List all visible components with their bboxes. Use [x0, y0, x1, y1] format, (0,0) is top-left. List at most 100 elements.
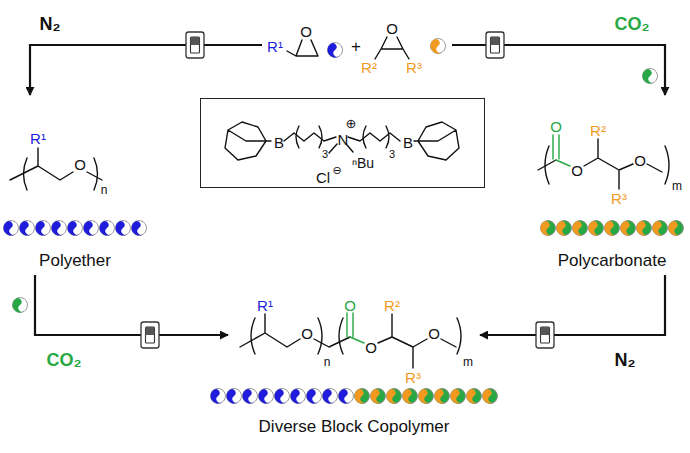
symbol-half: [33, 220, 51, 239]
structure-label: R³: [405, 370, 421, 385]
symbol-disc: [602, 218, 623, 239]
switch-rocker: [491, 37, 500, 53]
reaction-arrow: [35, 275, 228, 335]
symbol-half: [208, 388, 226, 407]
symbol-half: [538, 220, 556, 239]
atmosphere-label: N₂: [40, 15, 61, 33]
symbol-disc: [432, 386, 453, 407]
monomer-symbol: [97, 218, 118, 239]
symbol-half: [352, 388, 370, 407]
structure-label: ⊕: [346, 117, 357, 130]
symbol-half: [81, 220, 99, 239]
monomer-symbol: [113, 218, 134, 239]
epoxide-2: [375, 37, 409, 59]
monomer-symbol: [368, 386, 389, 407]
symbol-disc: [400, 386, 421, 407]
monomer-symbol: [538, 218, 559, 239]
structure-label: ⊖: [332, 165, 341, 176]
symbol-half: [480, 388, 498, 407]
switch-rocker-top: [491, 37, 500, 45]
switch-rocker: [191, 37, 200, 53]
structure-label: B: [274, 135, 284, 150]
reaction-arrow: [30, 45, 262, 95]
symbol-disc: [113, 218, 134, 239]
switch-plate: [486, 32, 504, 58]
epoxide-1: [287, 40, 318, 56]
polyether-brackets: [24, 158, 98, 190]
carbonyl-bond: [553, 135, 570, 166]
symbol-half: [304, 388, 322, 407]
symbol-half: [570, 220, 588, 239]
symbol-half: [325, 42, 343, 61]
symbol-half: [634, 220, 652, 239]
symbol-half: [288, 388, 306, 407]
structure-label: O: [386, 21, 398, 36]
symbol-half: [224, 388, 242, 407]
structure-label: N: [338, 132, 349, 147]
symbol-half: [113, 220, 131, 239]
symbol-disc: [224, 386, 245, 407]
switch-rocker: [146, 327, 155, 343]
structure-label: O: [344, 298, 356, 313]
symbol-half: [320, 388, 338, 407]
polyether-group: R¹OnPolyether: [4, 95, 150, 275]
structure-label: O: [428, 326, 440, 341]
symbol-half: [97, 220, 115, 239]
structure-label: B: [403, 135, 413, 150]
monomer-symbol: [640, 66, 661, 87]
symbol-disc: [666, 218, 687, 239]
symbol-half: [17, 220, 35, 239]
symbol-half: [432, 388, 450, 407]
structure-label: R²: [590, 123, 606, 138]
symbol-disc: [49, 218, 70, 239]
atmosphere-label: CO₂: [47, 351, 82, 369]
symbol-half: [650, 220, 668, 239]
symbol-disc: [368, 386, 389, 407]
symbol-disc: [240, 386, 261, 407]
symbol-half: [602, 220, 620, 239]
structure-label: R²: [361, 60, 377, 75]
monomer-symbol: [428, 36, 449, 57]
symbol-half: [368, 388, 386, 407]
structure-label: O: [300, 24, 312, 39]
monomer-symbol: [336, 386, 357, 407]
symbol-disc: [33, 218, 54, 239]
switch-icon: [141, 322, 159, 348]
switch-plate: [186, 32, 204, 58]
symbol-disc: [10, 295, 31, 316]
symbol-disc: [272, 386, 293, 407]
symbol-disc: [325, 40, 346, 61]
symbol-disc: [81, 218, 102, 239]
symbol-disc: [640, 66, 661, 87]
monomer-symbol: [65, 218, 86, 239]
symbol-disc: [586, 218, 607, 239]
symbol-disc: [129, 218, 150, 239]
structure-label: O: [365, 340, 377, 355]
monomer-symbol: [650, 218, 671, 239]
catalyst-box: B3⊕N3BCl⊖ⁿBu: [200, 98, 485, 188]
symbol-half: [428, 38, 446, 57]
switch-icon: [486, 32, 504, 58]
symbol-half: [640, 68, 658, 87]
symbol-disc: [428, 36, 449, 57]
switch-icon: [536, 322, 554, 348]
switch-rocker-top: [191, 37, 200, 45]
symbol-disc: [538, 218, 559, 239]
monomer-symbol: [256, 386, 277, 407]
carbonyl-bond: [347, 313, 364, 343]
atmosphere-label: CO₂: [615, 15, 650, 33]
switch-plate: [536, 322, 554, 348]
symbol-half: [336, 388, 354, 407]
symbol-disc: [480, 386, 501, 407]
monomer-symbol: [432, 386, 453, 407]
monomer-symbol: [10, 295, 31, 316]
structure-label: O: [571, 163, 583, 178]
symbol-disc: [17, 218, 38, 239]
reaction-arrow: [480, 275, 665, 335]
monomer-symbol: [17, 218, 38, 239]
polycarbonate-group: OOR²R³OmPolycarbonate: [530, 95, 688, 275]
structure-label: Cl: [316, 170, 330, 185]
symbol-disc: [97, 218, 118, 239]
symbol-half: [554, 220, 572, 239]
monomer-symbol: [416, 386, 437, 407]
